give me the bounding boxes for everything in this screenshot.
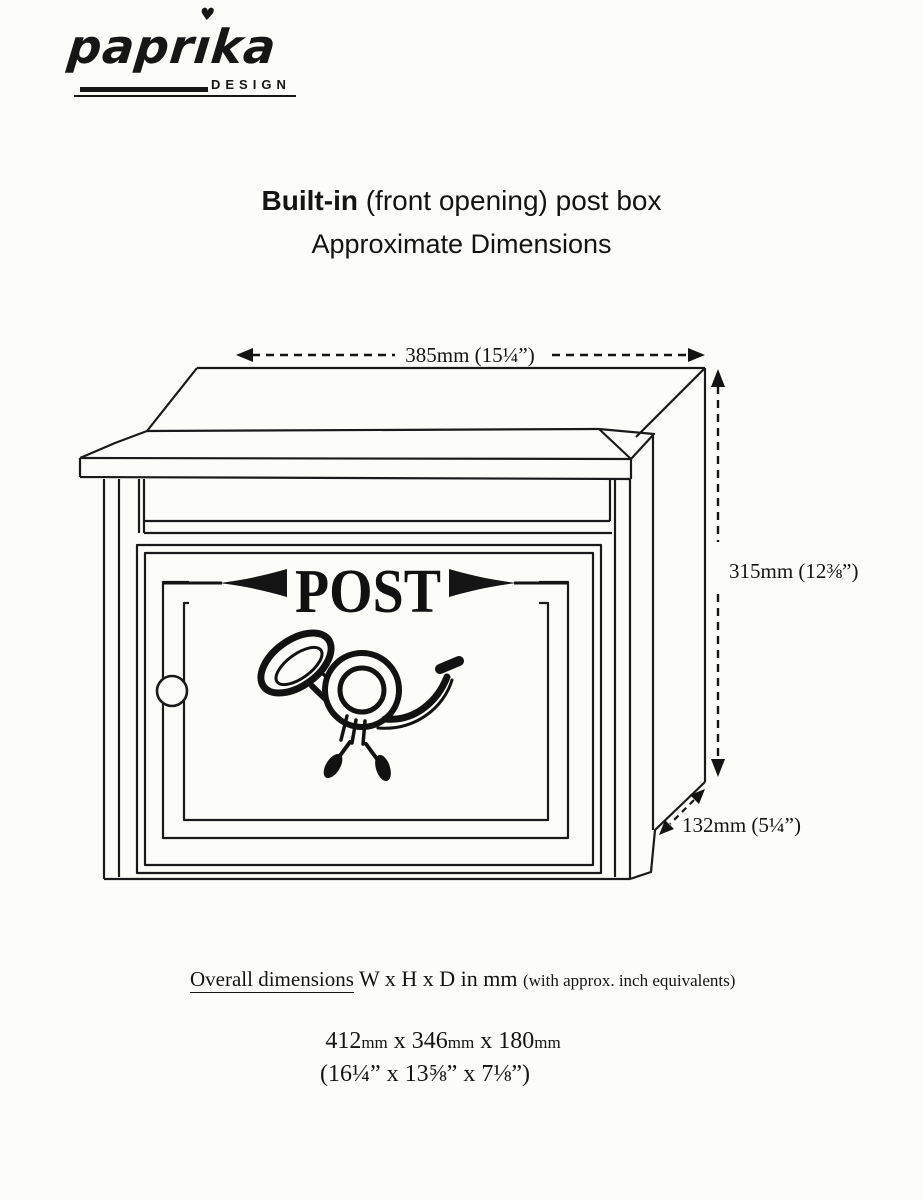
- horn-bell-rim: [274, 645, 324, 687]
- depth-dash: [669, 799, 695, 825]
- letter-slot: [137, 479, 612, 535]
- horn-bell: [257, 629, 335, 697]
- horn-mouth-tube: [381, 673, 451, 723]
- postbox-outline: [78, 366, 707, 881]
- mm-dimensions-line: 412mm x 346mm x 180mm: [0, 1028, 886, 1055]
- depth-dimension: 132mm (5¼”): [659, 789, 801, 837]
- inch-dimensions-line: (16¼” x 13⅝” x 7⅛”): [320, 1061, 530, 1087]
- depth-dimension-label: 132mm (5¼”): [682, 813, 801, 837]
- left-wall-edges: [102, 479, 121, 879]
- title-description: (front opening) post box: [357, 185, 662, 216]
- height-mm-unit: mm: [447, 1033, 475, 1052]
- post-ornament-left-flare: [219, 569, 287, 597]
- logo-underline-thick: [80, 87, 208, 92]
- hood-left-bevel: [79, 429, 148, 460]
- top-surface-lines: [146, 366, 706, 438]
- height-arrowhead-down: [711, 759, 725, 777]
- post-horn-emblem: [257, 629, 464, 782]
- door-frame-outer: [135, 543, 603, 875]
- tassel-left: [323, 753, 343, 779]
- page-title: Built-in (front opening) post box: [0, 185, 923, 217]
- hood-fascia: [78, 456, 633, 481]
- title-product-type: Built-in: [261, 185, 358, 216]
- horn-loop-inner: [337, 665, 387, 715]
- hood-ridge: [146, 427, 600, 433]
- depth-arrowhead-upper: [690, 789, 705, 804]
- height-arrowhead-up: [711, 369, 725, 387]
- horn-loop-outer: [322, 650, 402, 730]
- width-dimension-label: 385mm (15¼”): [405, 343, 534, 367]
- separator-1: x: [387, 1028, 412, 1054]
- logo-underline-thin: [74, 95, 296, 97]
- hood-right-bevel: [598, 427, 656, 460]
- width-mm-unit: mm: [361, 1033, 388, 1052]
- horn-mouth-tube-inner: [376, 678, 454, 730]
- depth-mm-unit: mm: [534, 1033, 561, 1052]
- logo-design-text: DESIGN: [211, 77, 291, 92]
- width-arrowhead-right: [688, 348, 705, 362]
- overall-dimensions-label: Overall dimensions: [190, 967, 354, 993]
- tassel-right: [375, 754, 391, 782]
- overall-dimensions-line: Overall dimensions W x H x D in mm (with…: [190, 966, 736, 993]
- post-ornament-left: [163, 581, 222, 585]
- post-ornament-right: [514, 581, 568, 585]
- separator-2: x: [474, 1028, 499, 1054]
- depth-arrowhead-lower: [659, 820, 674, 835]
- post-banner-ornaments: [163, 569, 568, 597]
- depth-mm-value: 180: [498, 1028, 535, 1054]
- width-mm-value: 412: [325, 1028, 362, 1054]
- height-dimension: 315mm (12⅜”): [711, 369, 858, 777]
- overall-dimensions-note: (with approx. inch equivalents): [522, 971, 736, 990]
- height-mm-value: 346: [411, 1028, 448, 1054]
- door-frame-inner: [143, 551, 595, 867]
- post-ornament-right-flare: [449, 569, 517, 597]
- horn-mouthpiece: [435, 656, 464, 674]
- side-rear-edges: [629, 368, 707, 881]
- height-dimension-label: 315mm (12⅜”): [729, 559, 858, 583]
- post-label: POST: [295, 558, 441, 626]
- right-wall-edges: [613, 436, 655, 879]
- tassel-cord-right: [364, 742, 379, 761]
- overall-dimensions-formula: W x H x D in mm: [353, 966, 523, 991]
- page-subtitle: Approximate Dimensions: [311, 229, 612, 259]
- width-dimension: 385mm (15¼”): [236, 343, 705, 367]
- horn-wrap: [339, 714, 367, 746]
- door-knob: [155, 674, 189, 708]
- width-arrowhead-left: [236, 348, 253, 362]
- tassel-cord-left: [337, 740, 352, 759]
